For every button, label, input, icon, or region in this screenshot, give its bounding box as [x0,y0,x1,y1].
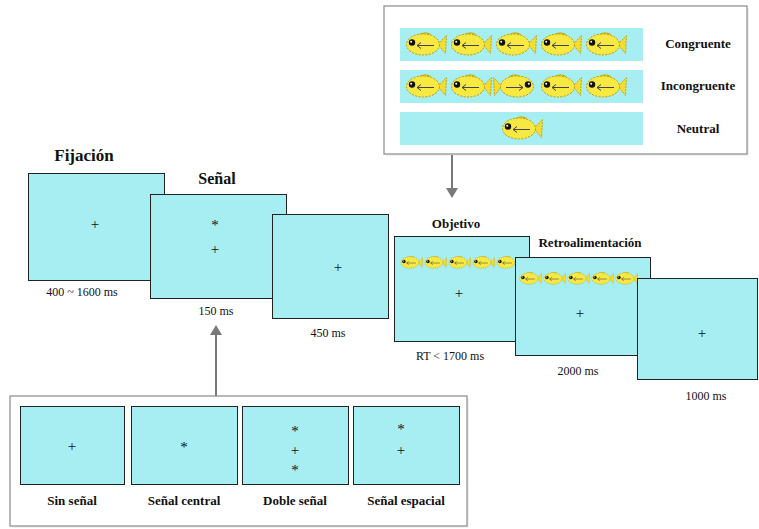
cue-box [21,407,125,485]
screen-box: +450 ms [272,214,388,318]
stage-label: Señal espacial [367,494,445,508]
screen-symbol: + [455,285,463,302]
screen-symbol: + [68,438,76,455]
stage-label: Sin señal [47,494,97,508]
flanker-band: Congruente [400,28,643,61]
stage-label: Señal [198,170,235,188]
flanker-panel [384,6,747,154]
duration-label: RT < 1700 ms [416,350,484,363]
flanker-band [400,28,643,61]
stage-label: Señal central [148,494,221,508]
screen-symbol: + [397,442,405,459]
duration-label: 400 ~ 1600 ms [46,286,118,299]
stage-label: Congruente [665,37,731,51]
pointer-arrow [451,155,453,189]
screen-box [395,237,530,342]
flanker-band [400,112,643,145]
cue-box: +Sin señal [20,406,124,484]
fish-row [407,75,627,97]
screen-box: Fijación+400 ~ 1600 ms [28,173,164,280]
screen-symbol: + [91,216,99,233]
pointer-arrowhead [210,325,222,335]
duration-label: 150 ms [198,305,233,318]
screen-symbol: + [576,305,584,322]
pointer-arrowhead [446,188,458,198]
duration-label: 2000 ms [557,365,598,378]
screen-symbol: * [291,462,299,479]
cue-box: *+Señal espacial [353,406,459,484]
screen-symbol: + [211,241,219,258]
screen-symbol: * [180,439,188,456]
cue-panel [10,396,467,526]
screen-box: Retroalimentación+2000 ms [515,257,650,355]
cue-box [132,407,238,485]
duration-label: 1000 ms [685,390,726,403]
fish-single [503,117,543,139]
cue-box: *+*Doble señal [242,406,348,484]
screen-box [516,258,651,356]
flanker-band: Neutral [400,112,643,145]
screen-symbol: * [397,421,405,438]
fish-row [520,272,638,284]
fish-row [401,256,519,268]
screen-symbol: * [211,217,219,234]
screen-box [29,174,165,281]
stage-label: Retroalimentación [538,236,641,250]
cue-box [354,407,460,485]
cue-box: *Señal central [131,406,237,484]
screen-box: Señal*+150 ms [150,194,286,298]
stage-label: Incongruente [661,79,735,93]
flanker-band: Incongruente [400,70,643,103]
screen-box [151,195,287,299]
screen-symbol: + [334,259,342,276]
screen-box: +1000 ms [637,278,757,379]
screen-box [638,279,758,380]
stage-label: Objetivo [432,217,480,231]
duration-label: 450 ms [310,327,345,340]
screen-box: Objetivo+RT < 1700 ms [394,236,529,341]
flanker-band [400,70,643,103]
screen-symbol: + [291,442,299,459]
fish-row [407,33,627,55]
screen-box [273,215,389,319]
pointer-arrow [215,334,217,396]
screen-symbol: + [698,325,706,342]
stage-label: Neutral [677,122,720,136]
stage-label: Fijación [54,147,114,166]
stage-label: Doble señal [263,494,327,508]
screen-symbol: * [291,423,299,440]
cue-box [243,407,349,485]
